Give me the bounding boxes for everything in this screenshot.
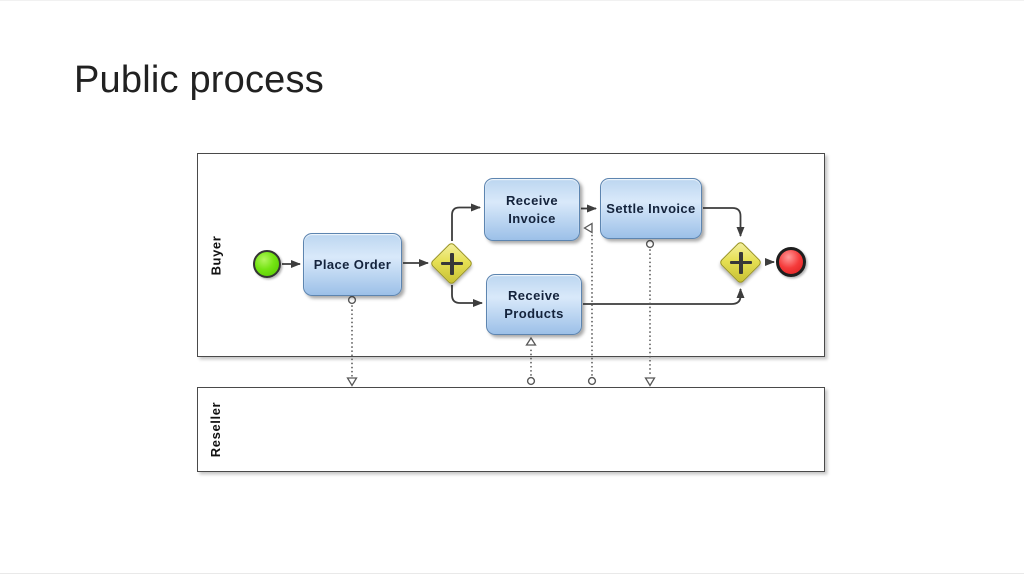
pool-buyer-label-band: Buyer — [198, 154, 234, 356]
message-arrow-to-reseller-right — [644, 377, 656, 387]
start-event-circle — [253, 250, 281, 278]
task-place-order: Place Order — [303, 233, 402, 296]
task-settle-invoice: Settle Invoice — [600, 178, 702, 239]
message-source-reseller-products — [526, 376, 536, 386]
task-receive-invoice: Receive Invoice — [484, 178, 580, 241]
task-receive-products: Receive Products — [486, 274, 582, 335]
message-arrow-to-reseller-left — [346, 377, 358, 387]
pool-reseller-label-band: Reseller — [198, 388, 234, 471]
pool-reseller-label: Reseller — [208, 401, 224, 458]
message-source-reseller-invoice — [587, 376, 597, 386]
pool-reseller: Reseller — [197, 387, 825, 472]
page-title: Public process — [74, 59, 324, 101]
end-event-circle — [776, 247, 806, 277]
pool-buyer-label: Buyer — [208, 235, 224, 275]
